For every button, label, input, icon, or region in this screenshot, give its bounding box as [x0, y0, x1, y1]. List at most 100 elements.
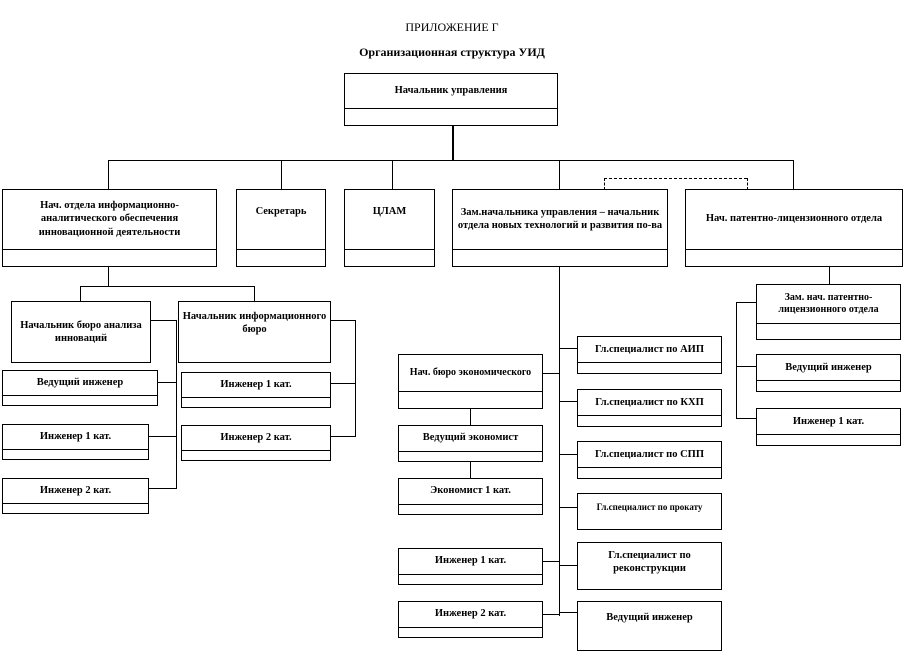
box-label: Инженер 2 кат. [39, 485, 112, 497]
box-divider [3, 249, 216, 250]
connector-line [80, 286, 81, 302]
box-divider [3, 395, 157, 396]
box-divider [399, 451, 542, 452]
engineer-1-patent-box: Инженер 1 кат. [756, 408, 901, 446]
box-divider [3, 449, 148, 450]
connector-line [148, 488, 177, 489]
connector-line [157, 382, 177, 383]
secretary-box: Секретарь [236, 189, 326, 267]
box-divider [399, 391, 542, 392]
box-label: Зам.начальника управления – начальник от… [457, 206, 663, 231]
box-label: Ведущий инженер [785, 361, 872, 373]
connector-line [736, 302, 757, 303]
connector-line [330, 436, 355, 437]
box-label: Ведущий инженер [36, 377, 124, 389]
connector-line [281, 160, 282, 190]
connector-line [150, 320, 177, 321]
box-divider [757, 434, 900, 435]
connector-line [559, 612, 577, 613]
box-divider [578, 415, 721, 416]
spec-reconstruction-box: Гл.специалист по реконструкции [577, 542, 722, 590]
connector-line [80, 286, 254, 287]
connector-line [542, 614, 559, 615]
box-divider [578, 467, 721, 468]
spec-prokat-box: Гл.специалист по прокату [577, 493, 722, 530]
connector-line [392, 160, 393, 190]
lead-engineer-box: Ведущий инженер [2, 370, 158, 406]
spec-spp-box: Гл.специалист по СПП [577, 441, 722, 479]
box-label: Нач. патентно-лицензионного отдела [705, 213, 883, 225]
dashed-connector [604, 178, 605, 190]
patent-deputy-box: Зам. нач. патентно-лицензионного отдела [756, 284, 901, 340]
economist-1-box: Экономист 1 кат. [398, 478, 543, 515]
box-label: Экономист 1 кат. [430, 485, 511, 497]
box-divider [399, 504, 542, 505]
deputy-head-box: Зам.начальника управления – начальник от… [452, 189, 668, 267]
box-label: Гл.специалист по СПП [594, 448, 705, 460]
tslam-box: ЦЛАМ [344, 189, 435, 267]
box-label: Нач. отдела информационно-аналитического… [38, 200, 181, 238]
box-divider [345, 249, 434, 250]
box-label: Ведущий инженер [606, 611, 693, 623]
connector-line [559, 160, 560, 190]
connector-line [470, 408, 471, 426]
appendix-label: ПРИЛОЖЕНИЕ Г [405, 20, 499, 34]
box-label: Нач. бюро экономического [409, 366, 532, 378]
connector-line [108, 160, 794, 161]
dashed-connector [604, 178, 747, 179]
lead-engineer-patent-box: Ведущий инженер [756, 354, 901, 392]
box-label: Инженер 2 кат. [220, 432, 292, 444]
connector-line [470, 461, 471, 479]
connector-line [559, 565, 577, 566]
box-divider [237, 249, 325, 250]
lead-economist-box: Ведущий экономист [398, 425, 543, 462]
box-label: Начальник информационного бюро [182, 310, 327, 335]
box-label: Гл.специалист по прокату [596, 501, 703, 512]
box-label: Начальник управления [394, 84, 508, 96]
connector-line [148, 436, 177, 437]
box-label: Гл.специалист по АИП [594, 343, 705, 355]
box-divider [182, 450, 330, 451]
engineer-1-box: Инженер 1 кат. [2, 424, 149, 460]
connector-line [559, 507, 577, 508]
connector-line [330, 320, 355, 321]
box-label: Инженер 1 кат. [792, 415, 865, 427]
connector-line [452, 125, 454, 161]
box-divider [757, 380, 900, 381]
box-label: Гл.специалист по КХП [595, 396, 704, 408]
connector-line [330, 383, 355, 384]
engineer-2-info-box: Инженер 2 кат. [181, 425, 331, 461]
box-label: Инженер 1 кат. [434, 555, 507, 567]
analysis-bureau-box: Начальник бюро анализа инноваций [11, 301, 151, 363]
head-of-department-box: Начальник управления [344, 73, 558, 126]
box-divider [578, 362, 721, 363]
engineer-1-mid-box: Инженер 1 кат. [398, 548, 543, 585]
diagram-title: Организационная структура УИД [359, 45, 545, 59]
box-divider [453, 249, 667, 250]
connector-line [559, 454, 577, 455]
connector-line [793, 160, 794, 190]
connector-line [542, 373, 559, 374]
spec-aip-box: Гл.специалист по АИП [577, 336, 722, 374]
connector-line [736, 418, 757, 419]
dashed-connector [747, 178, 748, 190]
box-divider [399, 627, 542, 628]
connector-line [108, 266, 109, 286]
info-bureau-box: Начальник информационного бюро [178, 301, 331, 363]
connector-line [108, 160, 109, 190]
box-label: Инженер 1 кат. [220, 379, 292, 391]
patent-dept-box: Нач. патентно-лицензионного отдела [685, 189, 903, 267]
box-label: Зам. нач. патентно-лицензионного отдела [778, 291, 879, 316]
connector-line [736, 302, 737, 418]
box-divider [399, 574, 542, 575]
connector-line [559, 401, 577, 402]
box-divider [182, 397, 330, 398]
box-label: ЦЛАМ [372, 206, 407, 218]
info-analytics-dept-box: Нач. отдела информационно-аналитического… [2, 189, 217, 267]
box-divider [3, 503, 148, 504]
box-label: Инженер 1 кат. [39, 431, 112, 443]
engineer-2-box: Инженер 2 кат. [2, 478, 149, 514]
connector-line [559, 348, 577, 349]
connector-line [559, 266, 560, 616]
